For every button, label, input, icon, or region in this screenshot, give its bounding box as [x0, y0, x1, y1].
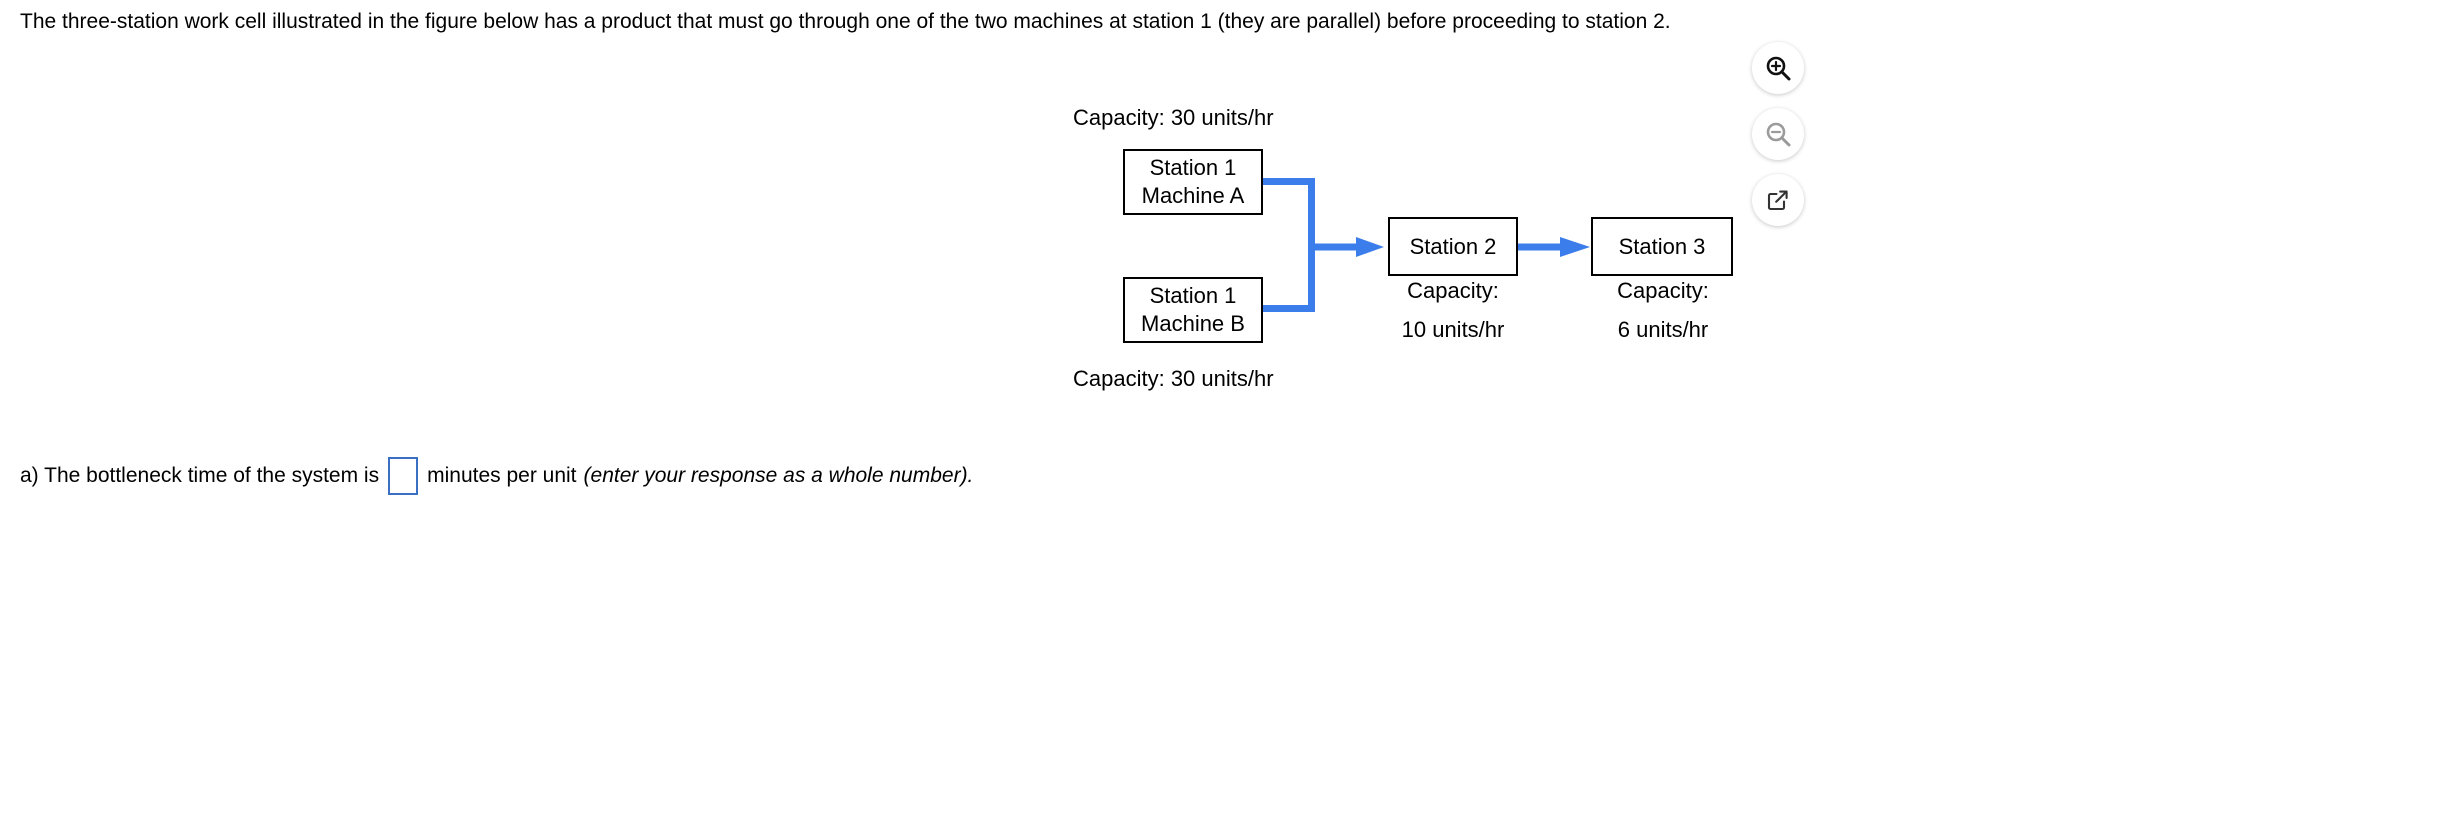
node-line-1: Station 1: [1149, 155, 1237, 180]
bottleneck-time-input[interactable]: [388, 457, 419, 495]
question-stem: The three-station work cell illustrated …: [20, 10, 1671, 33]
connector-vertical-join: [1308, 178, 1315, 312]
node-station1-machine-a: Station 1 Machine A: [1123, 149, 1263, 215]
arrow-station2-to-station3: [1518, 234, 1594, 260]
node-station3: Station 3: [1591, 217, 1733, 276]
capacity-label-machine-a: Capacity: 30 units/hr: [1073, 105, 1274, 130]
answer-line-part-a: a) The bottleneck time of the system is …: [20, 455, 973, 497]
arrow-merge-to-station2: [1308, 234, 1390, 260]
work-cell-diagram: Capacity: 30 units/hr Station 1 Machine …: [1073, 105, 1733, 391]
connector-stub-machine-b: [1263, 305, 1315, 312]
node-station2: Station 2: [1388, 217, 1518, 276]
capacity-label-station3-line1: Capacity:: [1617, 278, 1709, 303]
capacity-label-machine-b: Capacity: 30 units/hr: [1073, 366, 1274, 391]
answer-prompt-label: a) The bottleneck time of the system is: [20, 464, 380, 487]
node-line-1: Station 2: [1409, 233, 1497, 259]
figure-toolbar: [1752, 42, 1828, 240]
capacity-label-station2-line2: 10 units/hr: [1401, 317, 1505, 342]
node-line-1: Station 1: [1149, 283, 1237, 308]
answer-unit-label: minutes per unit: [427, 464, 577, 487]
connector-stub-machine-a: [1263, 178, 1315, 185]
node-line-2: Machine A: [1141, 183, 1245, 208]
zoom-out-icon[interactable]: [1752, 108, 1804, 160]
node-station1-machine-b: Station 1 Machine B: [1123, 277, 1263, 343]
node-line-1: Station 3: [1618, 233, 1706, 259]
zoom-in-icon[interactable]: [1752, 42, 1804, 94]
capacity-label-station3-line2: 6 units/hr: [1617, 317, 1709, 342]
answer-hint-label: (enter your response as a whole number).: [583, 464, 974, 487]
node-line-2: Machine B: [1141, 311, 1245, 336]
open-in-new-window-icon[interactable]: [1752, 174, 1804, 226]
capacity-label-station2-line1: Capacity:: [1407, 278, 1499, 303]
